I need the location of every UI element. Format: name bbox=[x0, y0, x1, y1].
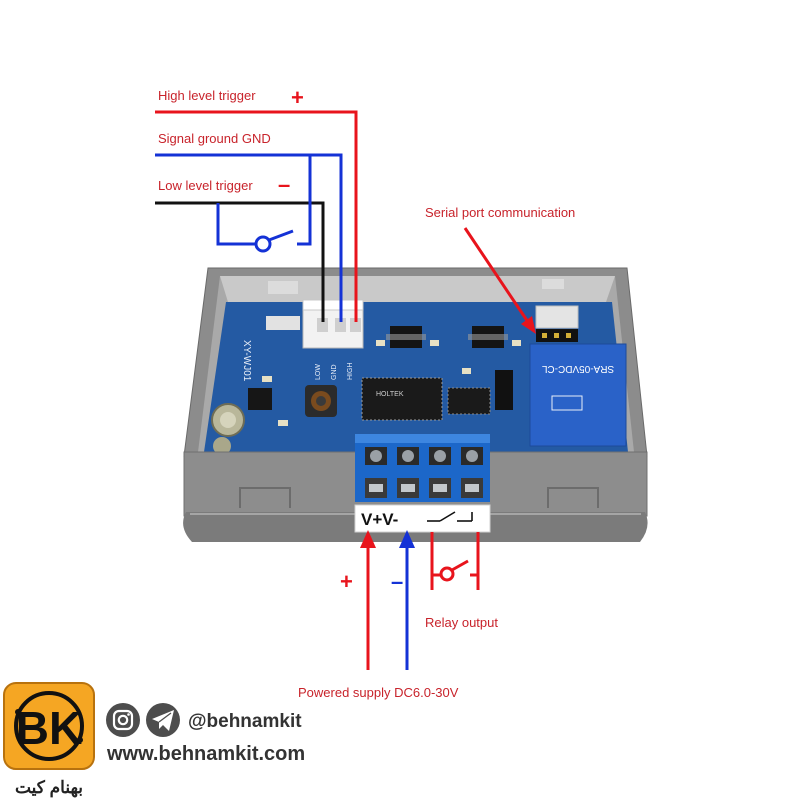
switch-lever bbox=[268, 229, 294, 242]
high-trigger-sign: + bbox=[291, 85, 304, 110]
enclosure-back-wall bbox=[220, 276, 615, 302]
low-trigger-label: Low level trigger bbox=[158, 178, 253, 193]
connector-pin-slot bbox=[335, 318, 346, 332]
ic-8pin bbox=[248, 388, 272, 410]
serial-port-label: Serial port communication bbox=[425, 205, 575, 220]
switch-wire-right bbox=[297, 155, 312, 246]
terminal-screw bbox=[402, 450, 414, 462]
capacitor bbox=[213, 437, 231, 455]
telegram-icon bbox=[146, 703, 180, 737]
brand-logo-node bbox=[15, 709, 21, 715]
brand-name-persian: بهنام کیت bbox=[15, 778, 83, 798]
serial-arrow-shaft bbox=[463, 227, 530, 323]
instagram-icon-lens bbox=[117, 714, 129, 726]
switch-contact bbox=[254, 235, 272, 253]
secondary-chip bbox=[447, 387, 491, 415]
pcb-assembly: XY-WJ01 LOW GND HIGH HOLTEK bbox=[204, 299, 628, 455]
high-trigger-wire bbox=[155, 110, 358, 322]
brand-logo-letters: BK bbox=[16, 702, 82, 754]
relay-switch-contact bbox=[439, 566, 455, 582]
front-clip-left bbox=[239, 487, 291, 508]
connector-pin-slot bbox=[317, 318, 328, 332]
terminal-relay-symbol bbox=[427, 511, 473, 522]
serial-arrow-head bbox=[521, 316, 536, 334]
power-supply-label: Powered supply DC6.0-30V bbox=[298, 685, 459, 700]
relay bbox=[529, 343, 627, 447]
signal-gnd-label: Signal ground GND bbox=[158, 131, 271, 146]
plastic-spacer bbox=[266, 316, 300, 330]
relay-switch-lever bbox=[451, 559, 469, 572]
terminal-clamp bbox=[433, 484, 447, 492]
terminal-label-power: V+V- bbox=[361, 510, 398, 529]
smd-part bbox=[512, 340, 521, 346]
smd-part bbox=[376, 340, 385, 346]
front-clip-right bbox=[547, 487, 599, 508]
switch-wire-left bbox=[216, 203, 256, 246]
low-trigger-sign: – bbox=[278, 172, 290, 197]
connector-top bbox=[302, 299, 364, 311]
connector-pin-label-gnd: GND bbox=[331, 364, 338, 380]
crystal bbox=[495, 370, 513, 410]
power-minus-arrow-head bbox=[399, 530, 415, 548]
brand-logo: BK bbox=[3, 682, 95, 770]
power-minus-sign: – bbox=[391, 569, 403, 594]
serial-header-housing bbox=[535, 305, 579, 329]
gnd-wire bbox=[155, 153, 343, 322]
connector-pin-slot bbox=[350, 318, 361, 332]
rim-notch-right bbox=[542, 279, 564, 289]
power-plus-arrow-head bbox=[360, 530, 376, 548]
brand-logo-ring bbox=[14, 691, 84, 761]
relay-model-text: SRA-05VDC-CL bbox=[541, 363, 614, 374]
terminal-screw bbox=[434, 450, 446, 462]
relay-symbol-lever bbox=[439, 511, 456, 522]
input-wiring bbox=[155, 110, 358, 322]
terminal-screw bbox=[370, 450, 382, 462]
serial-pin bbox=[542, 333, 547, 338]
input-connector bbox=[302, 299, 364, 349]
board-model-text: XY-WJ01 bbox=[241, 340, 252, 382]
connector-pin-label-high: HIGH bbox=[347, 363, 354, 381]
optocoupler-legs bbox=[468, 334, 508, 340]
terminal-clamp bbox=[401, 484, 415, 492]
connector-pin-label-low: LOW bbox=[315, 364, 322, 380]
main-chip bbox=[361, 377, 443, 421]
instagram-icon-bg bbox=[106, 703, 140, 737]
terminal-clamp bbox=[369, 484, 383, 492]
terminal-block: V+V- bbox=[354, 434, 491, 533]
power-plus-sign: + bbox=[340, 569, 353, 594]
instagram-icon-dot bbox=[127, 713, 130, 716]
relay-output-label: Relay output bbox=[425, 615, 498, 630]
main-chip-brand: HOLTEK bbox=[376, 391, 404, 398]
relay-logo-box bbox=[551, 395, 583, 411]
serial-pin bbox=[566, 333, 571, 338]
brand-logo-node bbox=[77, 737, 83, 743]
serial-pin bbox=[554, 333, 559, 338]
low-trigger-wire bbox=[155, 201, 325, 322]
smd-part bbox=[262, 376, 272, 382]
brand-handle: @behnamkit bbox=[188, 711, 302, 732]
serial-port-arrow bbox=[463, 227, 536, 334]
capacitor-top bbox=[220, 412, 236, 428]
terminal-clamp bbox=[465, 484, 479, 492]
terminal-label-strip bbox=[354, 504, 491, 533]
power-wiring bbox=[360, 530, 415, 670]
smd-part bbox=[462, 368, 471, 374]
telegram-icon-fold bbox=[158, 712, 172, 723]
optocoupler-legs bbox=[386, 334, 426, 340]
smd-part bbox=[430, 340, 439, 346]
rim-notch-left bbox=[268, 281, 298, 294]
relay-output-wiring bbox=[430, 532, 480, 590]
terminal-block-top bbox=[355, 434, 490, 443]
brand-website: www.behnamkit.com bbox=[106, 743, 305, 765]
smd-part bbox=[278, 420, 288, 426]
high-trigger-label: High level trigger bbox=[158, 88, 256, 103]
inductor-core bbox=[316, 396, 326, 406]
terminal-screw bbox=[466, 450, 478, 462]
instagram-icon bbox=[106, 703, 140, 737]
instagram-icon-frame bbox=[112, 709, 134, 731]
